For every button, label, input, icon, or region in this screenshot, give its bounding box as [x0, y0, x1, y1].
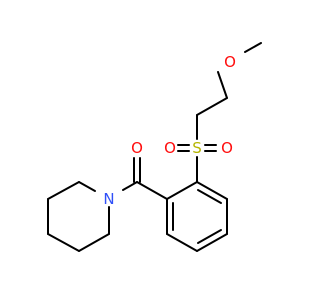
ring-inner-1 — [197, 189, 222, 204]
pip-bond-2 — [78, 233, 110, 252]
ring-inner-2 — [197, 229, 222, 244]
atom-sulfonyl-o-left: O — [164, 139, 176, 157]
bond-c-n — [122, 181, 138, 191]
structure-canvas: O S O O O N — [0, 0, 300, 300]
atom-piperidine-n: N — [103, 190, 114, 208]
atom-carbonyl-o: O — [131, 139, 143, 157]
pip-bond-3 — [47, 233, 80, 252]
ring-bond-1 — [196, 181, 228, 200]
bond-ch2-ch2 — [196, 97, 228, 116]
ring-bond-3 — [196, 233, 228, 252]
bond-o-ch2 — [217, 71, 228, 99]
ring-bond-4 — [166, 233, 198, 252]
pip-bond-6 — [78, 181, 96, 192]
molecule-diagram: O S O O O N — [0, 0, 300, 300]
ring-bond-6 — [166, 181, 198, 200]
bond-ring-carbonyl — [136, 181, 168, 200]
bond-methyl-o — [244, 42, 262, 53]
atom-sulfonyl-s: S — [192, 139, 202, 157]
background — [0, 0, 300, 300]
atom-methoxy-o: O — [224, 53, 236, 71]
atom-sulfonyl-o-right: O — [221, 139, 233, 157]
pip-bond-5 — [47, 181, 80, 200]
